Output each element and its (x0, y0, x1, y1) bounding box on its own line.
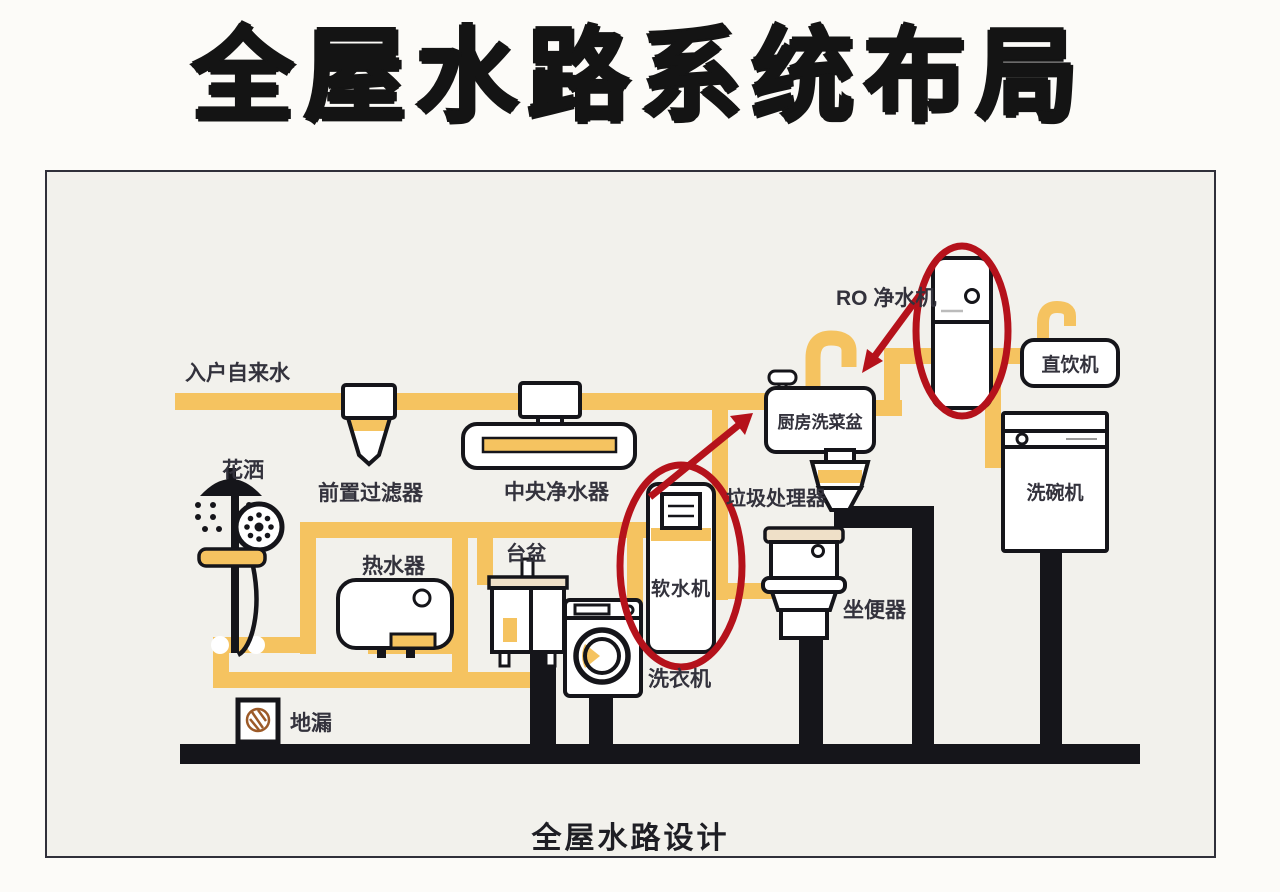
ro-purifier-icon (931, 256, 993, 410)
water-softener-icon (646, 482, 716, 654)
page-title: 全屋水路系统布局 (192, 20, 1088, 134)
label-ro-purifier: RO 净水机 (836, 287, 937, 310)
label-water-heater: 热水器 (362, 555, 425, 578)
label-basin: 台盆 (506, 543, 546, 565)
softener-to-sink-arrow (647, 421, 743, 500)
label-incoming-water: 入户自来水 (185, 362, 290, 385)
label-shower: 花洒 (222, 459, 264, 482)
kitchen-sink-icon (764, 330, 876, 454)
highlight-annotations (616, 242, 1012, 671)
label-water-softener: 软水机 (651, 579, 712, 600)
water-heater-icon (336, 578, 454, 658)
label-toilet: 坐便器 (843, 599, 906, 622)
ro-to-sink-arrow (869, 285, 928, 363)
label-dishwasher: 洗碗机 (1026, 483, 1084, 504)
garbage-disposal-icon (809, 448, 871, 512)
diagram-caption: 全屋水路设计 (531, 822, 730, 855)
drinking-machine-icon (1020, 301, 1120, 388)
label-washing-machine: 洗衣机 (648, 668, 711, 691)
basin-icon (487, 557, 569, 668)
shower-icon (195, 468, 285, 658)
toilet-icon (761, 526, 847, 640)
label-drinking-machine: 直饮机 (1041, 354, 1099, 376)
softener-highlight-circle (616, 461, 746, 671)
label-kitchen-sink: 厨房洗菜盆 (777, 412, 863, 432)
label-central-purifier: 中央净水器 (504, 481, 609, 504)
label-pre-filter: 前置过滤器 (318, 482, 423, 505)
washing-machine-icon (563, 598, 643, 698)
drain-pipes (180, 506, 1140, 764)
pre-filter-icon (341, 383, 397, 467)
central-purifier-icon (461, 381, 637, 470)
floor-drain-icon (235, 697, 281, 745)
ro-highlight-circle (912, 242, 1012, 420)
label-floor-drain: 地漏 (290, 712, 332, 735)
dishwasher-icon (1001, 411, 1109, 553)
label-garbage-disposal: 垃圾处理器 (726, 488, 826, 510)
